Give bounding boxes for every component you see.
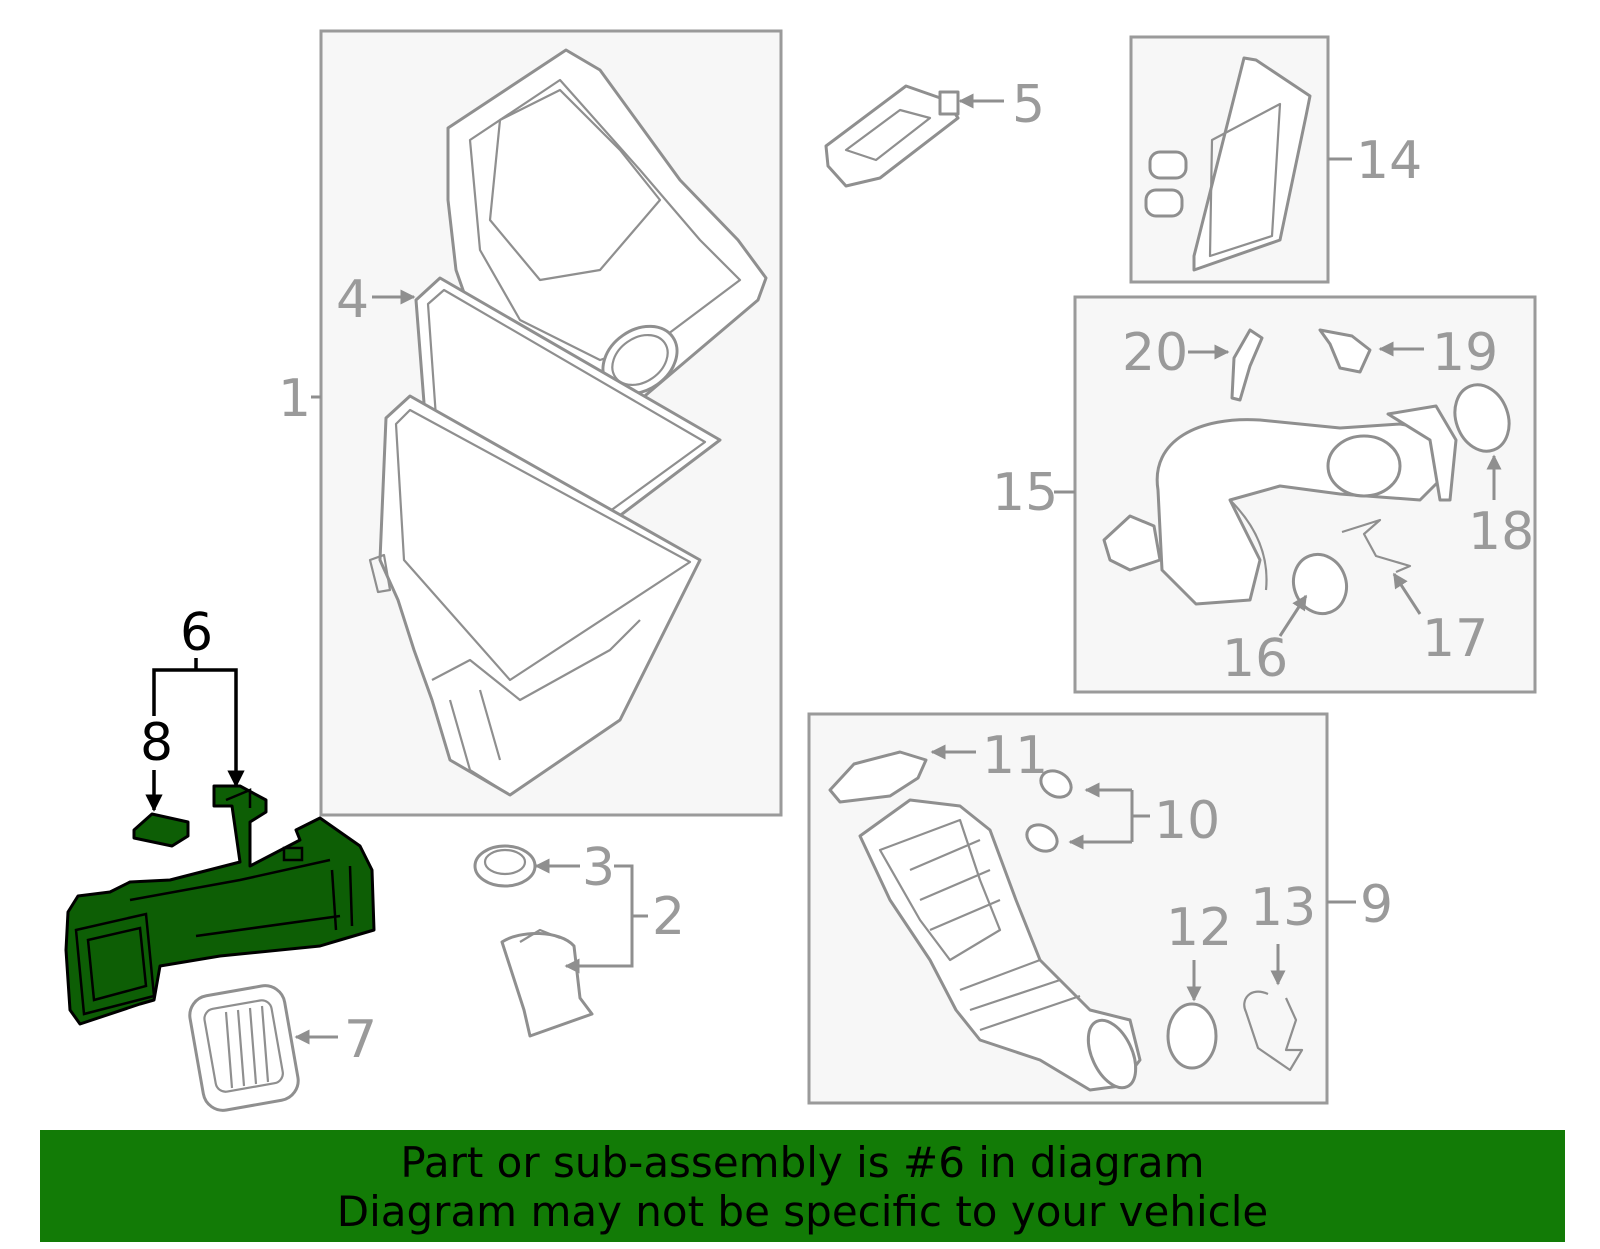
banner-line-1: Part or sub-assembly is #6 in diagram <box>400 1138 1205 1187</box>
foam-seal-part-8 <box>132 812 190 848</box>
callout-11: 11 <box>982 726 1048 786</box>
callout-12: 12 <box>1166 898 1232 958</box>
gasket-part-11 <box>828 750 928 804</box>
intake-duct-part-15 <box>1102 404 1458 606</box>
callout-19: 19 <box>1432 323 1498 383</box>
callout-8: 8 <box>140 713 173 773</box>
callout-6: 6 <box>180 603 213 663</box>
callout-16: 16 <box>1222 629 1288 689</box>
temperature-sensor-part-20 <box>1230 328 1264 402</box>
callout-4: 4 <box>336 270 369 330</box>
callout-17: 17 <box>1422 609 1488 669</box>
air-intake-duct-part-6 <box>64 784 376 1026</box>
spring-clip-part-17 <box>1341 518 1412 574</box>
callout-18: 18 <box>1468 502 1534 562</box>
callout-15: 15 <box>992 463 1058 523</box>
bracket-part-2 <box>500 928 594 1038</box>
seal-ring-part-18 <box>1453 383 1511 453</box>
air-cleaner-housing-part <box>368 394 702 797</box>
callout-2: 2 <box>652 887 685 947</box>
callout-9: 9 <box>1360 875 1393 935</box>
callout-20: 20 <box>1122 323 1188 383</box>
callout-14: 14 <box>1356 131 1422 191</box>
grommet-part-3 <box>473 844 537 888</box>
callout-10: 10 <box>1154 791 1220 851</box>
clamps-part-10 <box>1025 769 1073 853</box>
callout-7: 7 <box>344 1010 377 1070</box>
callout-5: 5 <box>1012 75 1045 135</box>
intake-hose-part-9 <box>858 798 1142 1092</box>
mass-airflow-sensor-part <box>824 84 960 188</box>
info-banner: Part or sub-assembly is #6 in diagram Di… <box>40 1130 1565 1242</box>
callout-3: 3 <box>582 838 615 898</box>
pressure-sensor-part-19 <box>1318 328 1372 374</box>
callout-13: 13 <box>1250 878 1316 938</box>
banner-line-2: Diagram may not be specific to your vehi… <box>336 1187 1269 1236</box>
clamp-part-12 <box>1166 1002 1218 1070</box>
intake-screen-part-7 <box>188 984 300 1112</box>
callout-1: 1 <box>278 369 311 429</box>
resonator-part-14 <box>1144 56 1312 272</box>
group-box-15 <box>1073 295 1537 694</box>
clip-part-13 <box>1243 990 1304 1072</box>
air-cleaner-lid-part <box>446 48 768 410</box>
